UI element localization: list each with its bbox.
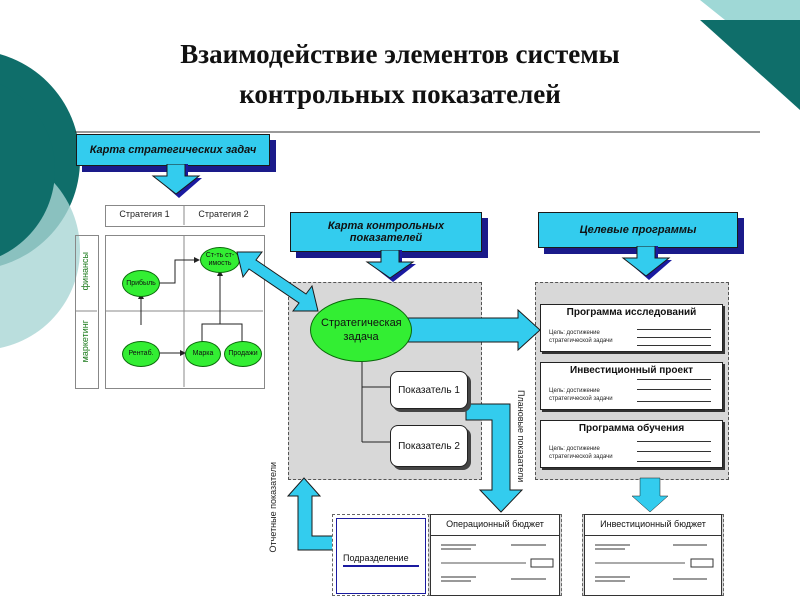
program-research-goal: Цель: достижение стратегической задачи [549,330,613,344]
teal-circle-front [0,83,55,257]
indicator-2-box: Показатель 2 [390,425,468,467]
title-line-2: контрольных показателей [239,79,561,109]
program-investment: Инвестиционный проект Цель: достижение с… [540,362,723,410]
node-cost: Ст-ть ст-имость [200,247,240,273]
program-investment-title: Инвестиционный проект [570,365,693,376]
program-training: Программа обучения Цель: достижение стра… [540,420,723,468]
investment-budget-lines [595,544,714,582]
program-research: Программа исследований Цель: достижение … [540,304,723,352]
department-box: Подразделение [336,518,426,594]
node-brand: Марка [185,341,221,367]
strategy-column-headers [105,205,265,227]
node-profitability: Рентаб. [122,341,160,367]
node-profit: Прибыль [122,270,160,297]
operational-budget-lines [441,544,554,582]
department-label: Подразделение [343,553,409,563]
title-line-1: Взаимодействие элементов системы [180,39,620,69]
strategy-map-down-arrow [151,164,202,198]
programs-down-arrow [621,246,672,280]
program-training-goal: Цель: достижение стратегической задачи [549,446,613,460]
node-sales: Продажи [224,341,262,367]
reported-indicators-label: Отчетные показатели [268,462,278,553]
strategy-grid-body [105,235,265,389]
kpi-map-header: Карта контрольных показателей [290,212,482,252]
program-research-title: Программа исследований [566,307,697,318]
strategy-row-labels [75,235,99,389]
strategy-1-label: Стратегия 1 [119,209,170,219]
strategy-grid: Стратегия 1 Стратегия 2 [105,205,265,389]
investment-budget-title: Инвестиционный бюджет [600,519,706,529]
strategic-task-node: Стратегическая задача [310,298,412,362]
page-title: Взаимодействие элементов системы контрол… [80,34,720,114]
operational-budget-title: Операционный бюджет [446,519,544,529]
indicator-1-box: Показатель 1 [390,371,468,409]
strategy-map-header: Карта стратегических задач [76,134,270,166]
strategy-2-label: Стратегия 2 [198,209,249,219]
program-training-title: Программа обучения [578,423,685,434]
corner-triangle-dark [700,20,800,110]
investment-budget-box: Инвестиционный бюджет [584,514,722,596]
operational-budget-box: Операционный бюджет [430,514,560,596]
program-investment-goal: Цель: достижение стратегической задачи [549,388,613,402]
planned-indicators-label: Плановые показатели [516,390,526,483]
kpi-map-down-arrow [365,250,416,282]
